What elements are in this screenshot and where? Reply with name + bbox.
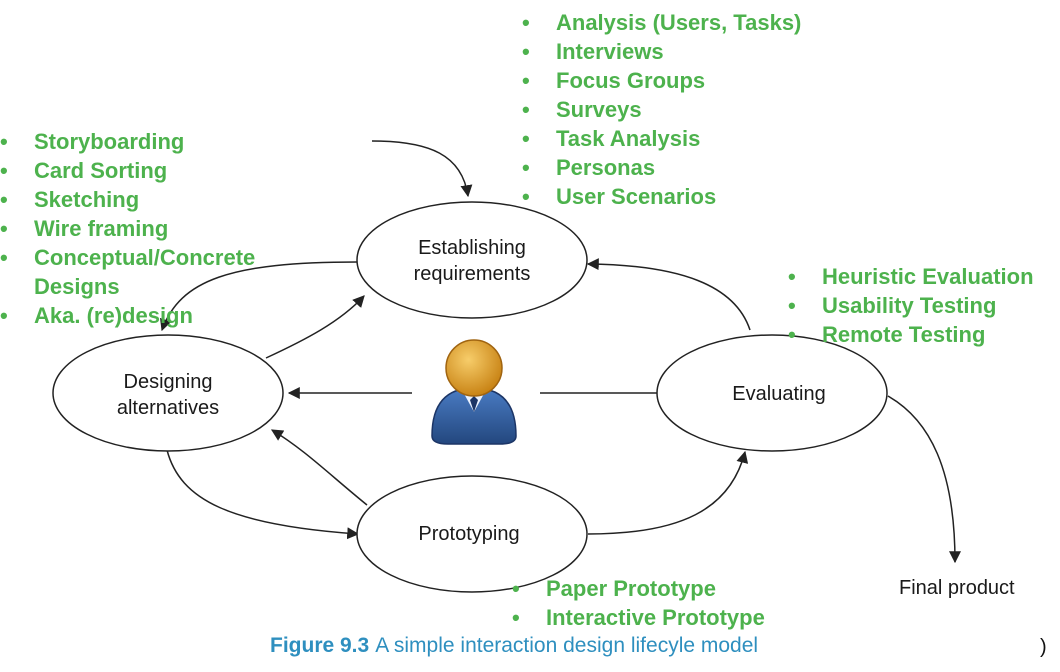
node-label-line-1: Designing (124, 371, 213, 393)
list-item: Conceptual/Concrete Designs (0, 243, 255, 301)
node-prototyping: Prototyping (356, 475, 588, 593)
node-designing-alternatives: Designing alternatives (52, 334, 284, 452)
list-item: Task Analysis (522, 124, 801, 153)
list-item: Interactive Prototype (512, 603, 765, 632)
node-label: Prototyping (418, 523, 519, 545)
figure-caption-text: A simple interaction design lifecyle mod… (375, 634, 759, 657)
node-evaluating: Evaluating (656, 334, 888, 452)
arrow-prototyping-to-designing (270, 429, 368, 506)
list-item: Analysis (Users, Tasks) (522, 8, 801, 37)
stray-mark: ) (1040, 636, 1047, 658)
final-product-label: Final product (899, 577, 1015, 599)
list-item: Storyboarding (0, 127, 255, 156)
arrow-designing-to-prototyping (166, 449, 360, 540)
list-item: Remote Testing (788, 320, 1034, 349)
list-item: Wire framing (0, 214, 255, 243)
node-label-line-2: alternatives (117, 397, 219, 419)
entry-arrow (371, 140, 473, 198)
list-item: Personas (522, 153, 801, 182)
list-item: Card Sorting (0, 156, 255, 185)
list-item: User Scenarios (522, 182, 801, 211)
figure-number: Figure 9.3 (270, 634, 370, 657)
node-establishing-requirements: Establishing requirements (356, 201, 588, 319)
arrow-prototyping-to-evaluating (587, 450, 749, 535)
arrow-designing-to-requirements (265, 295, 365, 359)
arrow-evaluating-to-requirements (586, 258, 751, 331)
list-item: Sketching (0, 185, 255, 214)
list-item: Focus Groups (522, 66, 801, 95)
design-methods-list: Storyboarding Card Sorting Sketching Wir… (0, 127, 255, 330)
arrow-evaluating-to-final (887, 395, 961, 564)
list-item: Heuristic Evaluation (788, 262, 1034, 291)
node-label-line-2: requirements (414, 263, 531, 285)
requirements-methods-list: Analysis (Users, Tasks) Interviews Focus… (522, 8, 801, 211)
list-item: Aka. (re)design (0, 301, 255, 330)
list-item: Usability Testing (788, 291, 1034, 320)
list-item: Surveys (522, 95, 801, 124)
user-icon (431, 339, 517, 445)
node-label: Evaluating (732, 383, 825, 405)
prototype-types-list: Paper Prototype Interactive Prototype (512, 574, 765, 632)
list-item: Interviews (522, 37, 801, 66)
list-item: Paper Prototype (512, 574, 765, 603)
evaluation-methods-list: Heuristic Evaluation Usability Testing R… (788, 262, 1034, 349)
node-label-line-1: Establishing (418, 237, 526, 259)
